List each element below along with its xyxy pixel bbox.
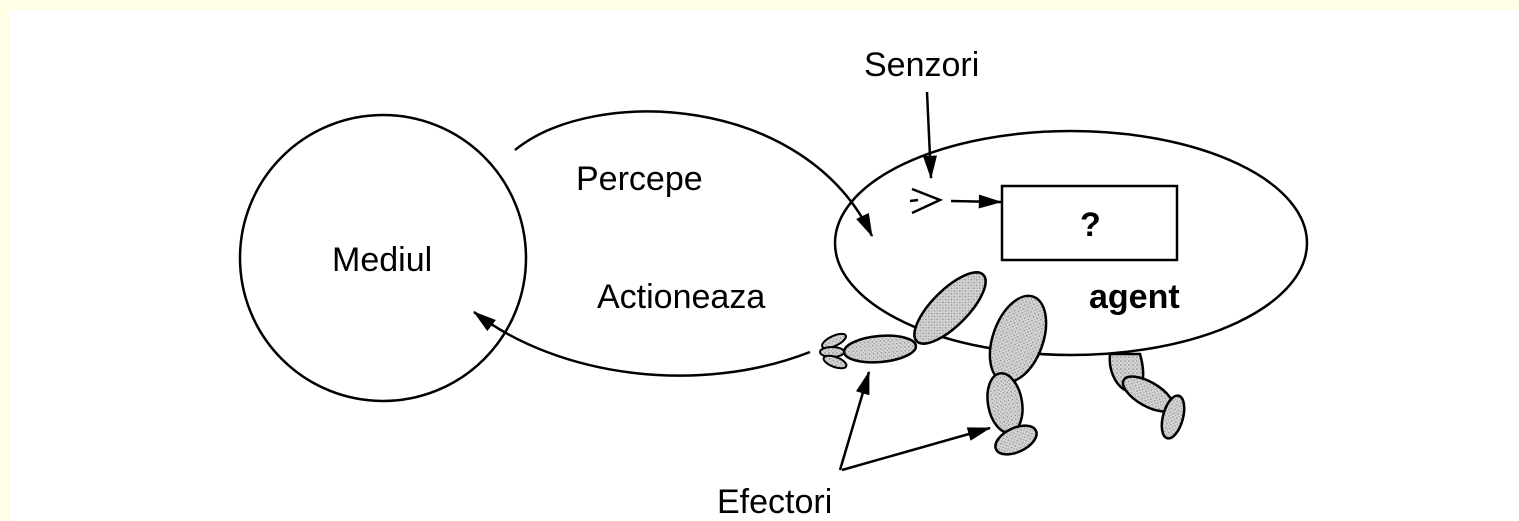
environment-label: Mediul [332,241,432,279]
effectors-arrow-legs [842,428,990,470]
unknown-box-label: ? [1080,206,1101,244]
actions-arrow [474,312,810,376]
agent-label: agent [1089,278,1180,316]
actions-label: Actioneaza [597,278,765,316]
effectors-label: Efectori [717,483,832,521]
eye-to-box-arrow [951,201,1001,202]
sensors-label: Senzori [864,46,979,84]
effectors-arrow-hand [840,372,869,470]
forearm [843,333,917,365]
hand-gripper [820,331,848,371]
percepts-label: Percepe [576,160,703,198]
